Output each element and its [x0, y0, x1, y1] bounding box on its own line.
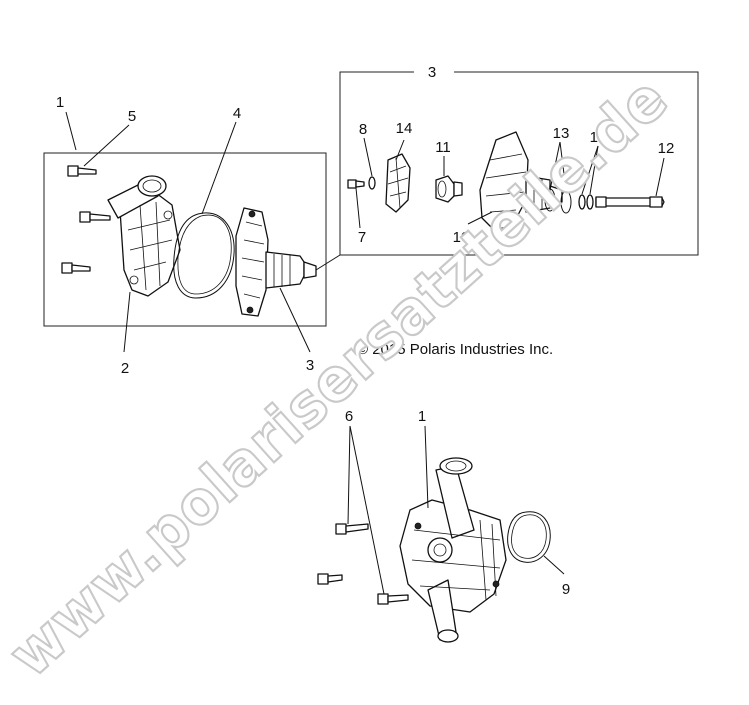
bolt-5-c: [61, 262, 91, 274]
bolt-6-b: [317, 573, 343, 585]
bolt-5-a: [67, 165, 97, 177]
washer-8: [368, 176, 376, 190]
callout-4: 4: [233, 105, 241, 122]
callout-2: 2: [121, 360, 129, 377]
callout-14: 14: [396, 120, 413, 137]
callout-5: 5: [128, 108, 136, 125]
watermark-text: www.polarisersatzteile.de: [0, 63, 682, 690]
copyright-notice: © 2015 Polaris Industries Inc.: [357, 341, 553, 358]
callout-9: 9: [562, 581, 570, 598]
callout-6: 6: [345, 408, 353, 425]
bolt-6-a: [335, 523, 369, 535]
callout-12: 12: [658, 140, 675, 157]
callout-3-box: 3: [428, 64, 436, 81]
screw-7: [347, 179, 365, 189]
impeller-14: [385, 153, 411, 213]
callout-13: 13: [553, 125, 570, 142]
callout-3-left: 3: [306, 357, 314, 374]
bolt-5-b: [79, 211, 111, 223]
callout-1-bottom: 1: [418, 408, 426, 425]
callout-7: 7: [358, 229, 366, 246]
o-ring-9: [507, 511, 551, 563]
leader-lines: [65, 111, 665, 595]
pump-assembly-box: [43, 152, 327, 327]
pump-body-10: [479, 131, 563, 231]
shaft-12: [595, 196, 665, 208]
callout-1-top: 1: [56, 94, 64, 111]
impeller-kit-box: [339, 71, 699, 256]
washers-15: [578, 194, 594, 210]
callout-8: 8: [359, 121, 367, 138]
assembled-pump-1: [399, 457, 507, 643]
callout-10: 10: [453, 229, 470, 246]
o-ring-4: [173, 212, 235, 299]
seal-11: [435, 175, 463, 203]
pump-cover-part: [107, 175, 181, 297]
bolt-6-c: [377, 593, 409, 605]
callout-11: 11: [435, 139, 451, 156]
pump-housing-part: [235, 207, 317, 317]
callout-15: 15: [590, 129, 607, 146]
